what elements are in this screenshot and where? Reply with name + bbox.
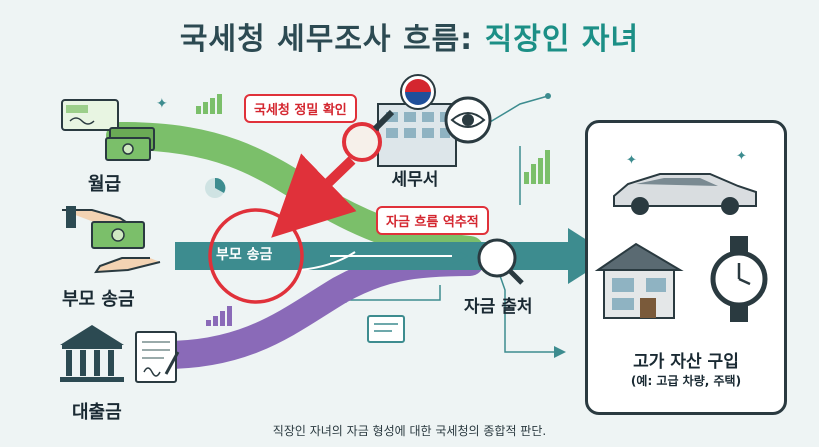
certificate-icon xyxy=(367,315,405,343)
bank-icon xyxy=(60,325,124,382)
nts-emblem-icon xyxy=(400,74,436,110)
bar-chart-icon xyxy=(206,306,232,326)
fund-origin-label: 자금 출처 xyxy=(464,297,533,317)
close-check-badge: 국세청 정밀 확인 xyxy=(244,94,357,123)
parent-transfer-inline-label: 부모 송금 xyxy=(216,247,273,263)
loan-document-icon xyxy=(135,331,180,383)
loan-label: 대출금 xyxy=(72,402,122,423)
pie-chart-icon xyxy=(205,177,226,198)
hands-money-icon xyxy=(62,206,161,274)
title-part2: 직장인 자녀 xyxy=(484,22,640,57)
loan-flow-band xyxy=(151,248,484,369)
asset-purchase-examples: (예: 고급 차량, 주택) xyxy=(630,374,742,388)
fund-origin-search-icon xyxy=(477,238,524,285)
paycheck-icon xyxy=(61,99,119,131)
connector-lines xyxy=(345,95,566,358)
salary-label: 월급 xyxy=(88,174,122,195)
parent-transfer-focus-circle xyxy=(208,208,304,304)
money-stack-icon xyxy=(105,127,155,161)
sparkle-icon: ✦ xyxy=(156,96,168,112)
tax-office-label: 세무서 xyxy=(391,170,439,190)
page-title: 국세청 세무조사 흐름: 직장인 자녀 xyxy=(0,14,819,58)
eye-icon xyxy=(444,96,492,144)
bar-chart-icon xyxy=(524,150,550,184)
investigation-arrow xyxy=(271,153,357,238)
loan-inline-arrow xyxy=(299,251,356,271)
trace-back-badge: 자금 흐름 역추적 xyxy=(376,206,489,235)
bar-chart-icon xyxy=(196,94,222,114)
parent-transfer-label: 부모 송금 xyxy=(62,289,135,310)
title-part1: 국세청 세무조사 흐름: xyxy=(179,22,474,57)
asset-purchase-title: 고가 자산 구입 xyxy=(633,352,739,372)
figure-caption: 직장인 자녀의 자금 형성에 대한 국세청의 종합적 판단. xyxy=(272,424,547,438)
magnifying-glass-icon xyxy=(342,109,395,162)
connector-dot xyxy=(545,93,551,99)
